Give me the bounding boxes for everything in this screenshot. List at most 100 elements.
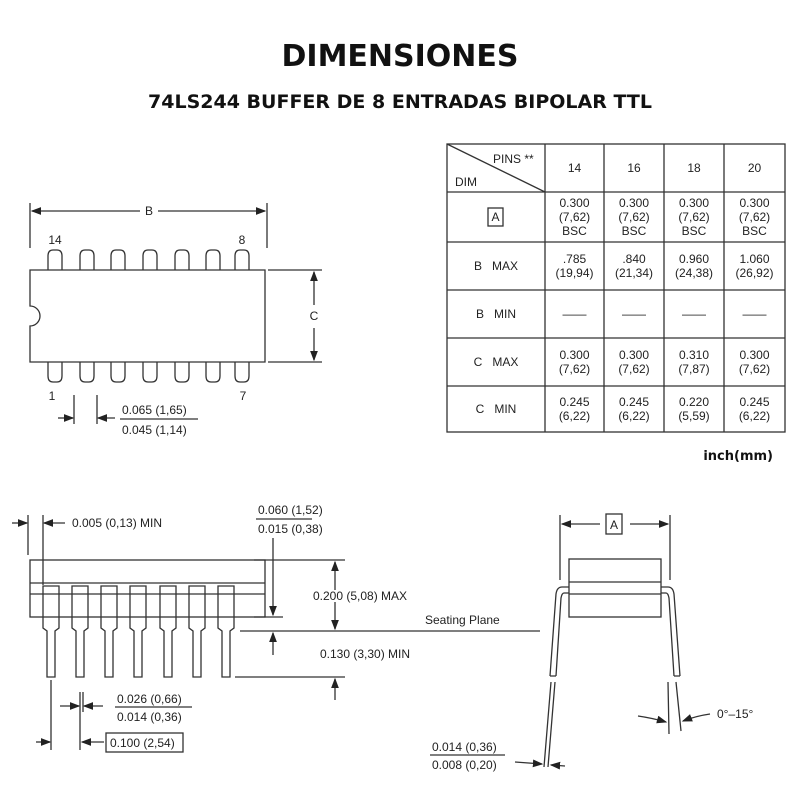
table-row-label: B MAX bbox=[474, 259, 518, 273]
table-cell: (7,87) bbox=[678, 362, 709, 376]
page-title: DIMENSIONES bbox=[282, 39, 519, 74]
table-row-label: A bbox=[491, 210, 499, 224]
table-cell: .785 bbox=[563, 252, 587, 266]
top-pin bbox=[79, 249, 95, 270]
lead-width-min: 0.045 (1,14) bbox=[122, 423, 187, 437]
table-cell: 0.220 bbox=[679, 395, 709, 409]
top-pin bbox=[142, 249, 158, 270]
lead-w-min: 0.014 (0,36) bbox=[117, 710, 182, 724]
top-view: B 14 8 1 7 C 0.065 (1,65) 0.045 (1,14) bbox=[29, 203, 322, 437]
lead-pin bbox=[129, 585, 147, 678]
table-cell: —— bbox=[682, 307, 706, 321]
front-view: 0.005 (0,13) MIN 0.060 (1,52) 0.015 (0,3… bbox=[12, 503, 540, 753]
table-col-header: 20 bbox=[748, 161, 762, 175]
table-cell: 0.300 bbox=[559, 196, 589, 210]
table-cell: —— bbox=[563, 307, 587, 321]
bottom-pin bbox=[234, 362, 250, 383]
top-pin bbox=[174, 249, 190, 270]
top-pin bbox=[110, 249, 126, 270]
chip-body-top bbox=[29, 269, 266, 363]
top-pin bbox=[234, 249, 250, 270]
lead-pin bbox=[42, 585, 60, 678]
lead-pin bbox=[217, 585, 235, 678]
top-pin bbox=[47, 249, 63, 270]
angle-label: 0°–15° bbox=[717, 707, 753, 721]
table-cell: (5,59) bbox=[678, 409, 709, 423]
pin-8-label: 8 bbox=[239, 233, 246, 247]
table-row-label: C MIN bbox=[476, 402, 517, 416]
standoff-max: 0.060 (1,52) bbox=[258, 503, 323, 517]
left-lead bbox=[549, 586, 569, 677]
units-note: inch(mm) bbox=[703, 449, 773, 464]
bottom-pin bbox=[174, 362, 190, 383]
table-cell: 0.245 bbox=[619, 395, 649, 409]
table-row-label: B MIN bbox=[476, 307, 516, 321]
table-row-label: C MAX bbox=[474, 355, 519, 369]
table-cell: BSC bbox=[622, 224, 647, 238]
lead-pin bbox=[188, 585, 206, 678]
standoff-min: 0.015 (0,38) bbox=[258, 522, 323, 536]
bottom-pin bbox=[205, 362, 221, 383]
table-cell: 0.245 bbox=[559, 395, 589, 409]
table-cell: BSC bbox=[562, 224, 587, 238]
table-header-pins: PINS ** bbox=[493, 152, 534, 166]
bottom-pin bbox=[47, 362, 63, 383]
thick-max: 0.014 (0,36) bbox=[432, 740, 497, 754]
table-cell: .840 bbox=[622, 252, 646, 266]
lead-w-max: 0.026 (0,66) bbox=[117, 692, 182, 706]
bottom-pin bbox=[110, 362, 126, 383]
height-max-label: 0.200 (5,08) MAX bbox=[313, 589, 407, 603]
right-lead bbox=[661, 586, 681, 677]
dim-b-label: B bbox=[145, 204, 153, 218]
lead-width-max: 0.065 (1,65) bbox=[122, 403, 187, 417]
seating-plane-label: Seating Plane bbox=[425, 613, 500, 627]
dim-c-label: C bbox=[310, 309, 319, 323]
table-cell: (26,92) bbox=[735, 266, 773, 280]
top-pin bbox=[205, 249, 221, 270]
lead-pin bbox=[100, 585, 118, 678]
table-cell: —— bbox=[743, 307, 767, 321]
table-cell: (7,62) bbox=[678, 210, 709, 224]
table-cell: (6,22) bbox=[559, 409, 590, 423]
pin-7-label: 7 bbox=[240, 389, 247, 403]
dim-a-label: A bbox=[610, 518, 618, 532]
lead-pin bbox=[159, 585, 177, 678]
table-cell: BSC bbox=[682, 224, 707, 238]
table-cell: 0.300 bbox=[739, 196, 769, 210]
table-cell: (7,62) bbox=[618, 210, 649, 224]
table-cell: 1.060 bbox=[739, 252, 769, 266]
bottom-pin bbox=[79, 362, 95, 383]
lead-pin bbox=[71, 585, 89, 678]
table-col-header: 16 bbox=[627, 161, 641, 175]
table-cell: (6,22) bbox=[618, 409, 649, 423]
table-cell: 0.300 bbox=[559, 348, 589, 362]
table-col-header: 18 bbox=[687, 161, 701, 175]
thick-min: 0.008 (0,20) bbox=[432, 758, 497, 772]
page-subtitle: 74LS244 BUFFER DE 8 ENTRADAS BIPOLAR TTL bbox=[148, 91, 652, 113]
side-view: A 0°–15° 0.014 (0,36) 0.008 (0,20) bbox=[430, 513, 753, 772]
table-cell: 0.310 bbox=[679, 348, 709, 362]
pitch-label: 0.100 (2,54) bbox=[110, 736, 175, 750]
pin-1-label: 1 bbox=[49, 389, 56, 403]
lead-length-label: 0.130 (3,30) MIN bbox=[320, 647, 410, 661]
table-cell: (7,62) bbox=[618, 362, 649, 376]
table-cell: (24,38) bbox=[675, 266, 713, 280]
table-cell: (7,62) bbox=[739, 362, 770, 376]
pin-14-label: 14 bbox=[48, 233, 62, 247]
table-cell: 0.300 bbox=[679, 196, 709, 210]
table-cell: (7,62) bbox=[739, 210, 770, 224]
min-gap-label: 0.005 (0,13) MIN bbox=[72, 516, 162, 530]
table-cell: 0.300 bbox=[619, 196, 649, 210]
table-col-header: 14 bbox=[568, 161, 582, 175]
table-cell: (19,94) bbox=[555, 266, 593, 280]
table-cell: 0.960 bbox=[679, 252, 709, 266]
table-header-dim: DIM bbox=[455, 175, 477, 189]
table-cell: (7,62) bbox=[559, 210, 590, 224]
table-cell: (21,34) bbox=[615, 266, 653, 280]
table-cell: —— bbox=[622, 307, 646, 321]
table-cell: 0.300 bbox=[739, 348, 769, 362]
table-cell: (7,62) bbox=[559, 362, 590, 376]
